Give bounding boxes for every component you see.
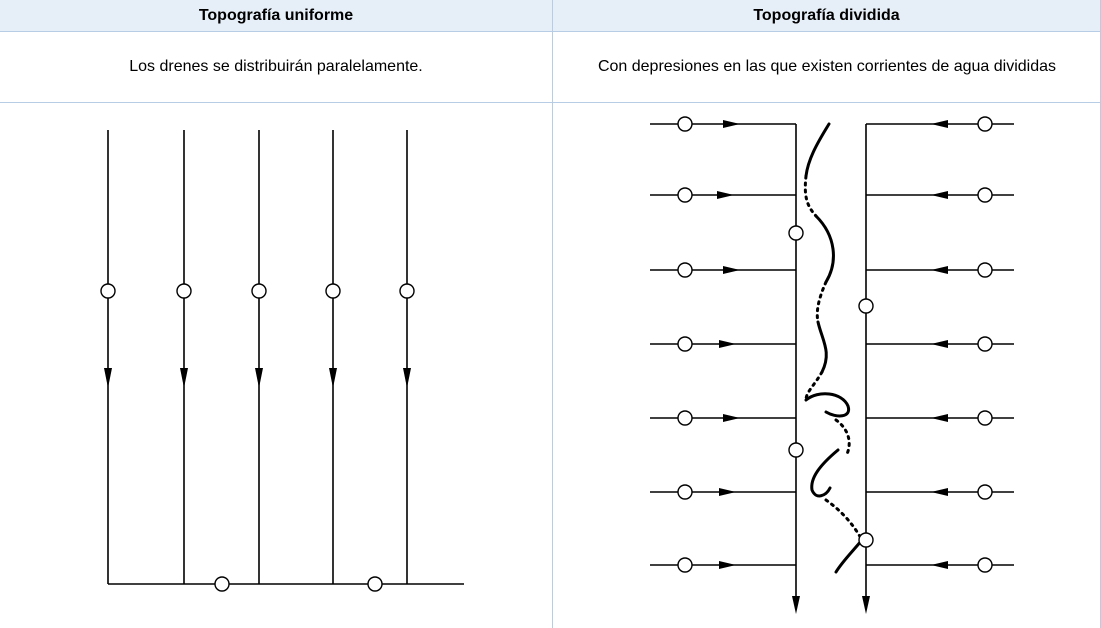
node-circle-1 <box>100 283 116 299</box>
right-node-5 <box>977 410 993 426</box>
header-topografia-dividida: Topografía dividida <box>552 0 1101 31</box>
collector-node-right-1 <box>858 298 874 314</box>
row-divider-header <box>0 31 1101 32</box>
column-divider <box>552 0 553 628</box>
right-node-1 <box>977 116 993 132</box>
right-arrow-3 <box>931 266 948 274</box>
left-arrow-3 <box>723 266 740 274</box>
parallel-drains-diagram <box>100 130 464 592</box>
left-node-4 <box>677 336 693 352</box>
right-node-6 <box>977 484 993 500</box>
arrow-down-3 <box>255 368 263 388</box>
right-arrow-6 <box>931 488 948 496</box>
right-node-3 <box>977 262 993 278</box>
arrow-down-1 <box>104 368 112 388</box>
node-circle-4 <box>325 283 341 299</box>
left-arrow-5 <box>723 414 740 422</box>
collector-node-left-1 <box>788 225 804 241</box>
collector-node-circle-1 <box>214 576 230 592</box>
left-arrow-1 <box>723 120 740 128</box>
collector-node-left-2 <box>788 442 804 458</box>
left-arrow-7 <box>719 561 736 569</box>
left-node-5 <box>677 410 693 426</box>
left-node-3 <box>677 262 693 278</box>
right-arrow-5 <box>931 414 948 422</box>
left-arrow-6 <box>719 488 736 496</box>
arrow-down-4 <box>329 368 337 388</box>
right-node-4 <box>977 336 993 352</box>
right-arrow-4 <box>931 340 948 348</box>
stream-segment-5 <box>810 448 840 498</box>
stream-segment-2 <box>814 214 835 284</box>
collector-node-circle-2 <box>367 576 383 592</box>
node-circle-2 <box>176 283 192 299</box>
arrow-down-5 <box>403 368 411 388</box>
outlet-arrow-right <box>862 596 870 614</box>
stream-segment-dotted-1 <box>803 174 818 218</box>
left-node-1 <box>677 116 693 132</box>
right-node-7 <box>977 557 993 573</box>
right-node-2 <box>977 187 993 203</box>
stream-segment-1 <box>804 122 831 178</box>
outlet-arrow-left <box>792 596 800 614</box>
header-topografia-uniforme: Topografía uniforme <box>0 0 552 31</box>
description-uniforme: Los drenes se distribuirán paralelamente… <box>129 58 423 75</box>
right-arrow-2 <box>931 191 948 199</box>
arrow-down-2 <box>180 368 188 388</box>
stream-segment-3 <box>816 320 828 374</box>
right-arrow-7 <box>931 561 948 569</box>
right-arrow-1 <box>931 120 948 128</box>
left-node-6 <box>677 484 693 500</box>
stream-segment-dotted-2 <box>815 280 828 324</box>
stream-segment-4 <box>804 392 851 418</box>
collector-node-right-2 <box>858 532 874 548</box>
node-circle-5 <box>399 283 415 299</box>
stream-segment-dotted-5 <box>824 498 864 542</box>
left-arrow-4 <box>719 340 736 348</box>
left-node-7 <box>677 557 693 573</box>
node-circle-3 <box>251 283 267 299</box>
left-arrow-2 <box>717 191 734 199</box>
stream-segment-6 <box>834 538 864 574</box>
stream-segment-dotted-4 <box>834 418 851 458</box>
description-dividida: Con depresiones en las que existen corri… <box>597 58 1057 75</box>
row-divider-description <box>0 102 1101 103</box>
left-node-2 <box>677 187 693 203</box>
